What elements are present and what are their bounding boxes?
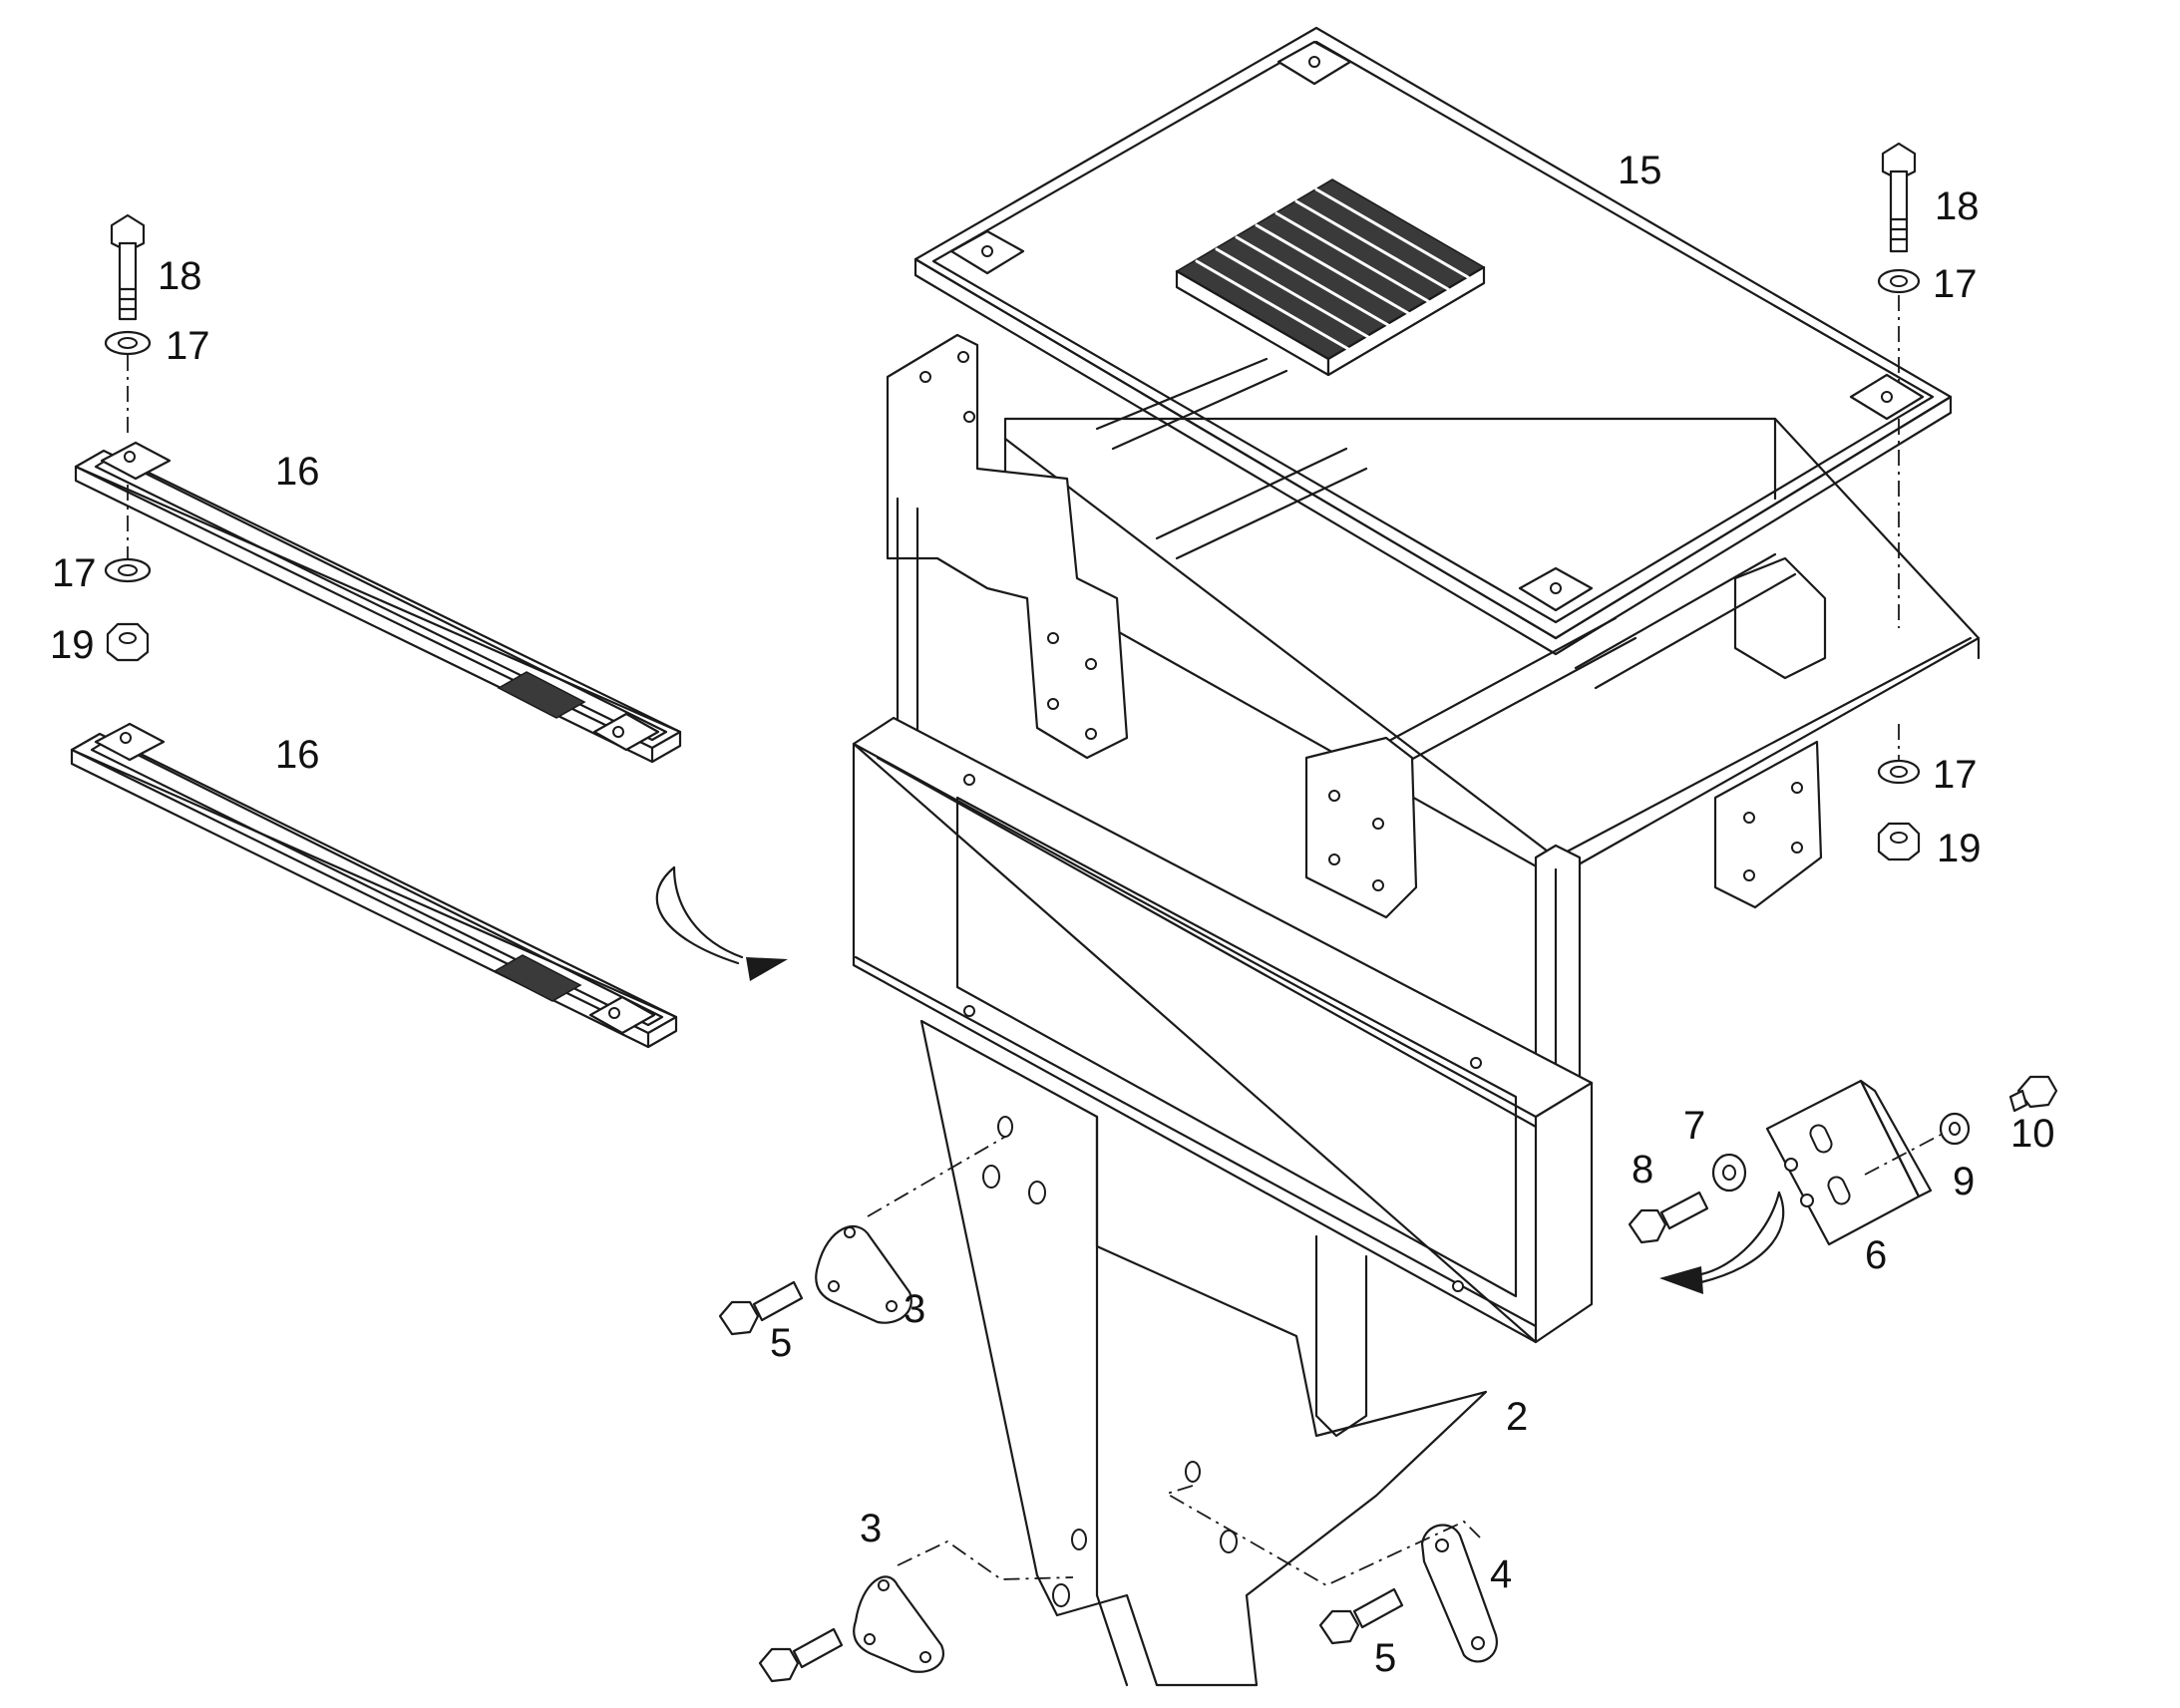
assembly-arrow-left bbox=[655, 865, 788, 981]
callout-18-left: 18 bbox=[158, 254, 202, 298]
main-frame-2 bbox=[852, 333, 1981, 1687]
callout-17-left-bottom: 17 bbox=[52, 551, 97, 595]
washer-17-right-bottom bbox=[1877, 759, 1921, 785]
callout-15: 15 bbox=[1618, 149, 1662, 192]
washer-17-left-top bbox=[104, 330, 152, 356]
bolt-18-right bbox=[1881, 142, 1917, 253]
plate-3-lower bbox=[853, 1575, 944, 1673]
washer-17-right-top bbox=[1877, 268, 1921, 294]
cover-plate-15 bbox=[913, 26, 1953, 656]
callout-9: 9 bbox=[1953, 1160, 1975, 1203]
plate-3-upper bbox=[815, 1225, 912, 1324]
plate-4 bbox=[1420, 1524, 1498, 1663]
bolt-18-left bbox=[110, 213, 146, 321]
callout-5-lower: 5 bbox=[1374, 1636, 1396, 1680]
callout-3-lower: 3 bbox=[860, 1507, 882, 1550]
callout-2: 2 bbox=[1506, 1395, 1528, 1439]
bolt-5-right bbox=[1318, 1587, 1404, 1645]
callout-10: 10 bbox=[2010, 1112, 2055, 1156]
nut-19-left bbox=[106, 622, 150, 662]
nut-19-right bbox=[1877, 822, 1921, 861]
bracket-6 bbox=[1765, 1079, 1933, 1246]
washer-9 bbox=[1939, 1112, 1971, 1146]
callout-18-right: 18 bbox=[1935, 184, 1980, 228]
bolt-5-lower-left bbox=[758, 1627, 844, 1683]
callout-17-right-bottom: 17 bbox=[1933, 753, 1978, 797]
rail-16-lower bbox=[70, 722, 678, 1049]
axis-line-plate-3-lower bbox=[897, 1539, 1074, 1580]
callout-4: 4 bbox=[1490, 1552, 1512, 1596]
callouts: 2 3 3 4 5 5 6 7 8 9 10 15 16 16 17 17 17… bbox=[50, 149, 2055, 1680]
bolt-10 bbox=[2008, 1075, 2058, 1113]
cover-grille bbox=[1175, 178, 1486, 377]
callout-5-upper: 5 bbox=[770, 1321, 792, 1365]
assembly-arrow-right bbox=[1659, 1191, 1785, 1294]
callout-19-left: 19 bbox=[50, 623, 95, 667]
callout-8: 8 bbox=[1632, 1148, 1653, 1192]
callout-19-right: 19 bbox=[1937, 827, 1982, 870]
axis-line-plate-3-upper bbox=[867, 1136, 1006, 1217]
rail-16-upper bbox=[74, 441, 682, 764]
axis-line-bracket-6 bbox=[1864, 1134, 1942, 1176]
washer-17-left-bottom bbox=[104, 557, 152, 583]
callout-17-left-top: 17 bbox=[166, 324, 210, 368]
callout-16-upper: 16 bbox=[275, 450, 320, 494]
callout-7: 7 bbox=[1683, 1104, 1705, 1148]
washer-7 bbox=[1711, 1153, 1747, 1193]
bolt-8 bbox=[1628, 1191, 1709, 1244]
bolt-5-upper bbox=[718, 1280, 804, 1336]
callout-16-lower: 16 bbox=[275, 733, 320, 777]
callout-3-upper: 3 bbox=[904, 1287, 925, 1331]
callout-6: 6 bbox=[1865, 1233, 1887, 1277]
callout-17-right-top: 17 bbox=[1933, 262, 1978, 306]
